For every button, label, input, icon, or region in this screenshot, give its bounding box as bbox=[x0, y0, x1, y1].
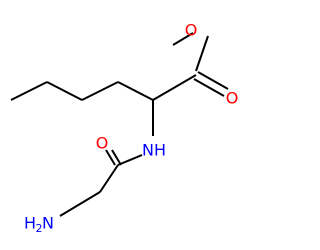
bond-chain-2 bbox=[81, 81, 119, 101]
bond-carbonyl-c-o-ester-b bbox=[197, 71, 229, 90]
atom-amine-h: H bbox=[24, 214, 36, 233]
atom-nh: NH bbox=[142, 141, 166, 160]
bond-nh-amide-c bbox=[117, 154, 143, 166]
bond-ester-o-carbonyl bbox=[195, 35, 209, 72]
bond-alpha-chain bbox=[117, 81, 154, 101]
atom-amine-n: N bbox=[42, 214, 54, 233]
chemical-structure: O O NH O H 2 N bbox=[10, 21, 238, 236]
bond-carbonyl-c-o-ester-a bbox=[193, 78, 225, 97]
atom-labels: O O NH O H 2 N bbox=[24, 21, 238, 236]
atom-amine-subscript: 2 bbox=[36, 222, 43, 235]
bond-chain-3 bbox=[46, 81, 83, 101]
atom-carbonyl-oxygen-amide: O bbox=[96, 134, 109, 153]
bond-amide-c-o-b bbox=[111, 149, 122, 166]
bonds bbox=[10, 32, 229, 217]
atom-ester-oxygen: O bbox=[185, 21, 198, 40]
atom-carbonyl-oxygen-ester: O bbox=[226, 89, 239, 108]
bond-carbonyl-alpha bbox=[152, 74, 197, 101]
bond-amide-c-o-a bbox=[105, 149, 116, 166]
bond-terminal-methyl bbox=[172, 32, 194, 46]
bond-chain-4 bbox=[10, 81, 48, 101]
bond-amide-c-ch2 bbox=[99, 164, 119, 193]
bond-ch2-nh2 bbox=[59, 191, 101, 217]
